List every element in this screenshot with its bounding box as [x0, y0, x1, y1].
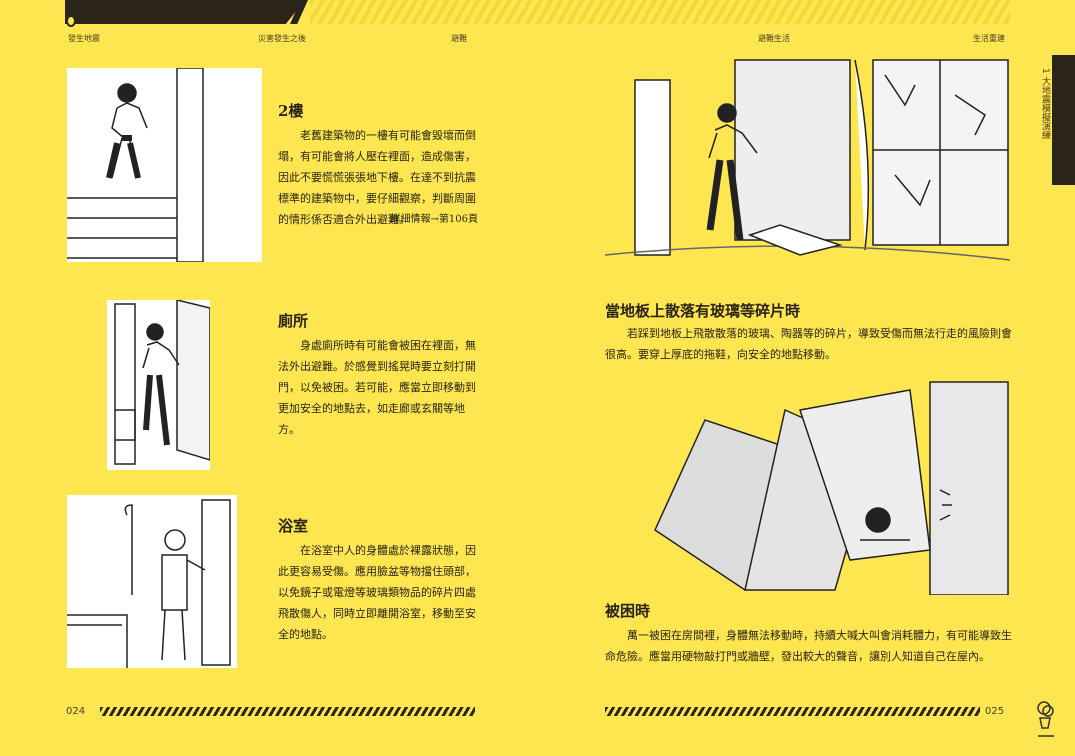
footer-stripe-right [605, 707, 980, 716]
chapter-label: 1 大地震模擬演練 [1040, 68, 1050, 140]
header-hatch [310, 0, 1010, 24]
header-section-2: 災害發生之後 [258, 34, 306, 43]
bathroom-illustration [67, 495, 237, 668]
block-trapped: 被困時 萬一被困在房間裡，身體無法移動時，持續大喊大叫會消耗體力，有可能導致生命… [605, 600, 1015, 667]
block-body: 身處廁所時有可能會被困在裡面，無法外出避難。於感覺到搖晃時要立刻打開門，以免被困… [278, 339, 476, 436]
header-section-3: 避難 [451, 34, 467, 43]
block-title: 2樓 [278, 102, 304, 120]
ring-icon [66, 15, 76, 27]
block-title: 當地板上散落有玻璃等碎片時 [605, 302, 801, 320]
block-2f: 2樓 老舊建築物的一樓有可能會毀壞而倒塌，有可能會將人壓在裡面，造成傷害，因此不… [278, 100, 478, 226]
mascot-icon [1032, 700, 1058, 740]
block-body: 若踩到地板上飛散散落的玻璃、陶器等的碎片，導致受傷而無法行走的風險則會很高。要穿… [605, 327, 1012, 361]
header-bar [65, 0, 305, 24]
broken-glass-illustration [604, 55, 1011, 287]
page-number-left: 024 [66, 706, 86, 717]
chapter-tab [1052, 55, 1075, 185]
page-number-right: 025 [985, 706, 1005, 717]
stairs-illustration [67, 68, 262, 262]
block-bathroom: 浴室 在浴室中人的身體處於裸露狀態，因此更容易受傷。應用臉盆等物擋住頭部，以免鏡… [278, 515, 478, 645]
block-body: 老舊建築物的一樓有可能會毀壞而倒塌，有可能會將人壓在裡面，造成傷害，因此不要慌慌… [278, 129, 476, 226]
header-section-5: 生活重建 [973, 34, 1005, 43]
block-title: 被困時 [605, 602, 651, 620]
header-section-1: 發生地震 [68, 34, 100, 43]
block-broken-glass: 當地板上散落有玻璃等碎片時 若踩到地板上飛散散落的玻璃、陶器等的碎片，導致受傷而… [605, 300, 1015, 365]
reference-link[interactable]: 詳細情報→第106頁 [390, 214, 478, 225]
header-section-4: 避難生活 [758, 34, 790, 43]
trapped-illustration [650, 380, 1010, 596]
toilet-illustration [107, 300, 210, 470]
block-body: 萬一被困在房間裡，身體無法移動時，持續大喊大叫會消耗體力，有可能導致生命危險。應… [605, 629, 1012, 663]
footer-stripe-left [100, 707, 475, 716]
block-title: 浴室 [278, 517, 309, 535]
block-toilet: 廁所 身處廁所時有可能會被困在裡面，無法外出避難。於感覺到搖晃時要立刻打開門，以… [278, 310, 478, 440]
block-body: 在浴室中人的身體處於裸露狀態，因此更容易受傷。應用臉盆等物擋住頭部，以免鏡子或電… [278, 544, 476, 641]
block-title: 廁所 [278, 312, 309, 330]
